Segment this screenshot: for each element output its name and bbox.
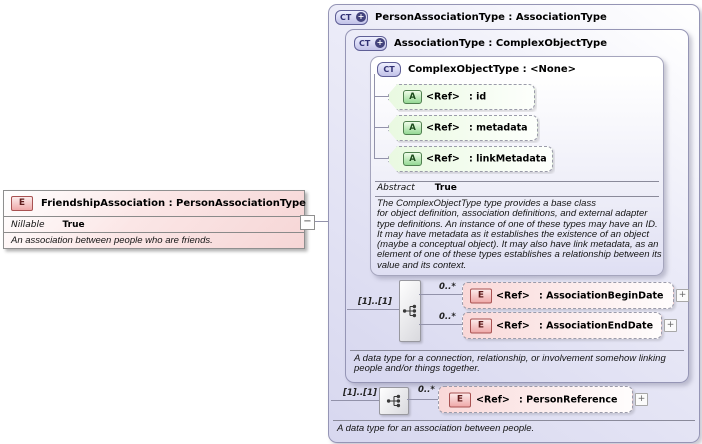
attribute-ref: <Ref> (426, 122, 460, 134)
divider (375, 196, 659, 197)
nillable-row: Nillable True (4, 216, 304, 232)
attribute-name: : id (469, 91, 487, 103)
nillable-label: Nillable (11, 219, 45, 230)
connector-line (419, 294, 462, 295)
association-type-title: AssociationType : ComplexObjectType (394, 37, 607, 49)
sequence-cardinality: [1]..[1] (343, 388, 377, 398)
attribute-ref: <Ref> (426, 153, 460, 165)
description-line: for object definition, association defin… (377, 208, 648, 220)
element-badge: E (470, 318, 492, 333)
plus-icon: + (356, 12, 366, 22)
element-person-reference[interactable]: E <Ref> : PersonReference (438, 386, 633, 413)
occurrence-label: 0..* (439, 312, 456, 322)
plus-icon: + (375, 38, 385, 48)
friendship-association-title: FriendshipAssociation : PersonAssociatio… (41, 198, 306, 209)
tree-line (374, 74, 375, 159)
tree-line (374, 158, 389, 159)
person-association-type-title: PersonAssociationType : AssociationType (375, 11, 607, 23)
complex-type-badge: CT + (354, 35, 387, 51)
expand-button[interactable]: + (635, 393, 648, 406)
element-association-begin-date[interactable]: E <Ref> : AssociationBeginDate (462, 282, 674, 309)
element-ref: <Ref> (496, 290, 530, 301)
element-name: : AssociationEndDate (539, 320, 654, 331)
attribute-badge: A (403, 90, 422, 104)
attribute-badge: A (403, 121, 422, 135)
element-ref: <Ref> (476, 394, 510, 405)
complex-type-badge-label: CT (340, 12, 352, 22)
attribute-ref: <Ref> (426, 91, 460, 103)
attribute-name: : linkMetadata (469, 153, 547, 165)
friendship-association-description: An association between people who are fr… (4, 232, 304, 246)
attribute-id[interactable]: A <Ref> : id (388, 84, 535, 110)
description-line: people and/or things together. (354, 363, 480, 375)
person-association-type-description: A data type for an association between p… (337, 423, 535, 434)
complex-object-type-box: CT ComplexObjectType : <None> A <Ref> : … (370, 56, 664, 276)
element-badge: E (470, 288, 492, 303)
occurrence-label: 0..* (418, 385, 435, 395)
connector-line (419, 324, 462, 325)
complex-object-type-description: The ComplexObjectType type provides a ba… (377, 198, 662, 271)
friendship-association-box[interactable]: E FriendshipAssociation : PersonAssociat… (3, 190, 306, 249)
attribute-badge: A (403, 152, 422, 166)
connector-line (313, 221, 328, 222)
element-badge: E (11, 196, 33, 211)
abstract-label: Abstract (377, 183, 415, 193)
attribute-link-metadata[interactable]: A <Ref> : linkMetadata (388, 146, 553, 172)
tree-line (374, 127, 389, 128)
association-type-box: CT + AssociationType : ComplexObjectType… (345, 29, 689, 383)
nillable-value: True (62, 219, 85, 230)
element-name: : AssociationBeginDate (539, 290, 664, 301)
description-line: type definitions. An instance of one of … (377, 218, 658, 230)
sequence-icon (402, 304, 417, 318)
attribute-metadata[interactable]: A <Ref> : metadata (388, 115, 538, 141)
description-line: element of one of these types establishe… (377, 249, 662, 261)
sequence-icon (386, 394, 401, 408)
abstract-row: Abstract True (377, 183, 457, 193)
sequence-compositor (399, 280, 421, 342)
element-badge: E (449, 392, 471, 407)
connector-line (347, 309, 399, 310)
description-line: (maybe a conceptual object). It may also… (377, 239, 659, 251)
collapse-button[interactable]: − (300, 215, 315, 230)
expand-button[interactable]: + (664, 319, 677, 332)
complex-object-type-header: CT ComplexObjectType : <None> (377, 61, 576, 77)
divider (333, 420, 695, 421)
person-association-type-header: CT + PersonAssociationType : Association… (335, 9, 607, 25)
divider (350, 350, 684, 351)
complex-type-badge-label: CT (359, 38, 371, 48)
association-type-header: CT + AssociationType : ComplexObjectType (354, 35, 607, 51)
description-line: value and its context. (377, 259, 467, 271)
element-association-end-date[interactable]: E <Ref> : AssociationEndDate (462, 312, 662, 339)
abstract-value: True (434, 183, 457, 193)
sequence-cardinality: [1]..[1] (358, 297, 392, 307)
connector-line (331, 400, 379, 401)
description-line: A data type for a connection, relationsh… (354, 353, 666, 364)
complex-object-type-title: ComplexObjectType : <None> (408, 63, 576, 75)
complex-type-badge: CT + (335, 9, 368, 25)
tree-line (374, 96, 389, 97)
attribute-name: : metadata (469, 122, 528, 134)
expand-button[interactable]: + (676, 289, 689, 302)
element-ref: <Ref> (496, 320, 530, 331)
divider (375, 181, 659, 182)
description-line: It may have metadata as it establishes t… (377, 228, 649, 240)
person-association-type-box: CT + PersonAssociationType : Association… (328, 4, 700, 443)
connector-line (407, 399, 438, 400)
element-name: : PersonReference (519, 394, 618, 405)
association-type-description: A data type for a connection, relationsh… (354, 353, 666, 375)
complex-type-badge: CT (377, 61, 401, 77)
sequence-compositor (379, 387, 409, 415)
friendship-association-header: E FriendshipAssociation : PersonAssociat… (4, 191, 306, 216)
description-line: A data type for an association between p… (337, 423, 535, 434)
occurrence-label: 0..* (439, 282, 456, 292)
description-line: The ComplexObjectType type provides a ba… (377, 198, 596, 209)
